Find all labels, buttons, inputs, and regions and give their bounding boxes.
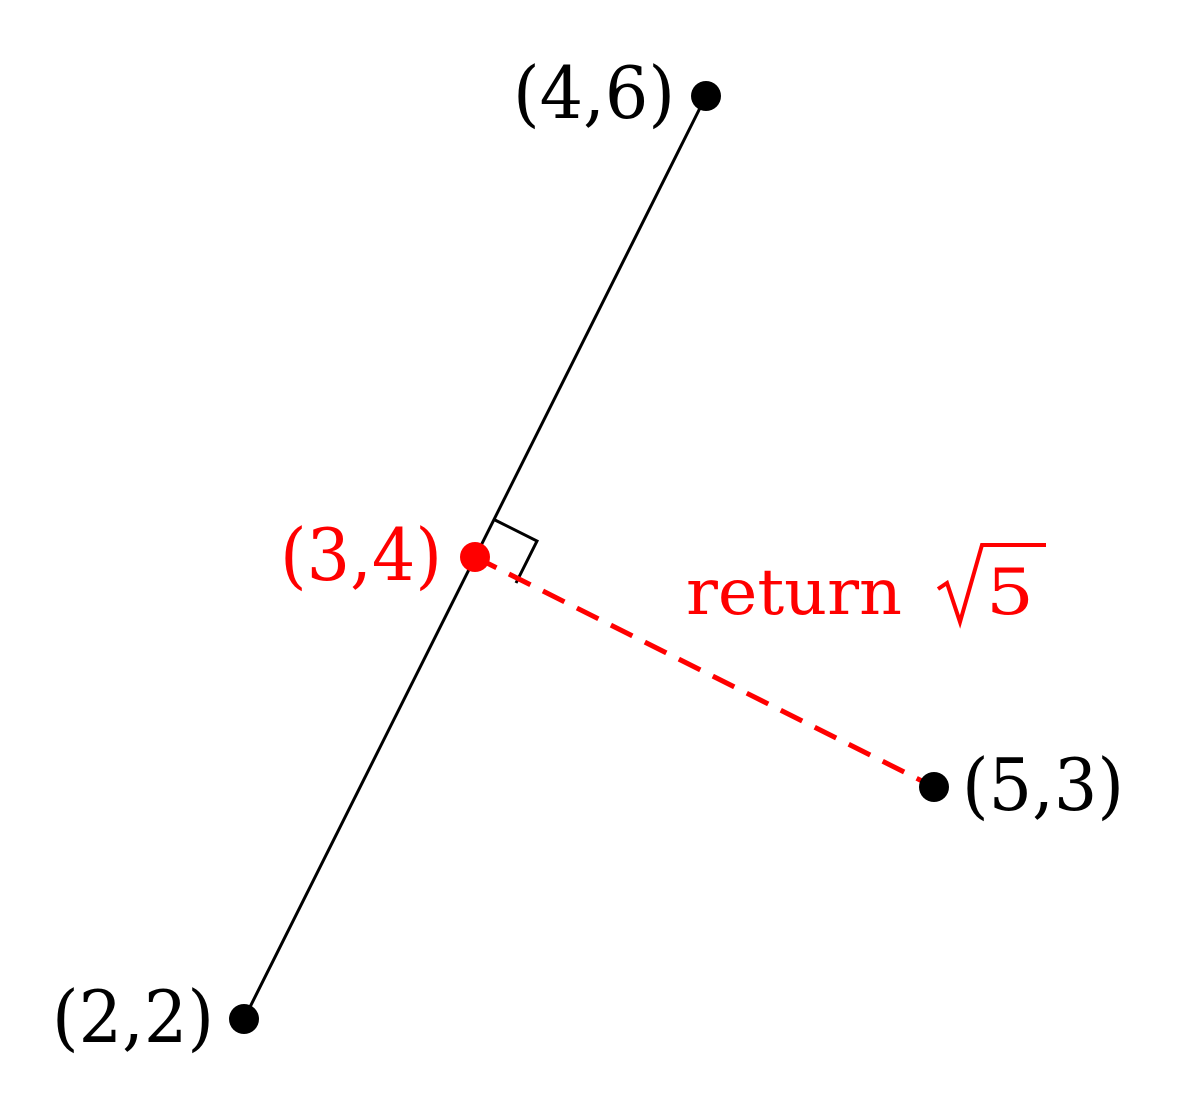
point-4-6-dot [691,81,721,111]
right-angle-marker [494,518,540,584]
result-prefix: return [686,556,902,630]
point-label-4-6: (4,6) [513,51,675,135]
point-5-3-dot [919,772,949,802]
result-annotation: return 5 [686,543,1046,630]
result-radicand: 5 [986,556,1034,630]
point-label-5-3: (5,3) [962,743,1124,827]
foot-point-3-4-dot [460,542,490,572]
point-label-2-2: (2,2) [52,975,214,1059]
square-root-icon [936,543,1046,629]
foot-point-label-3-4: (3,4) [280,513,442,597]
perpendicular-dashed-line [473,554,936,790]
point-2-2-dot [229,1004,259,1034]
